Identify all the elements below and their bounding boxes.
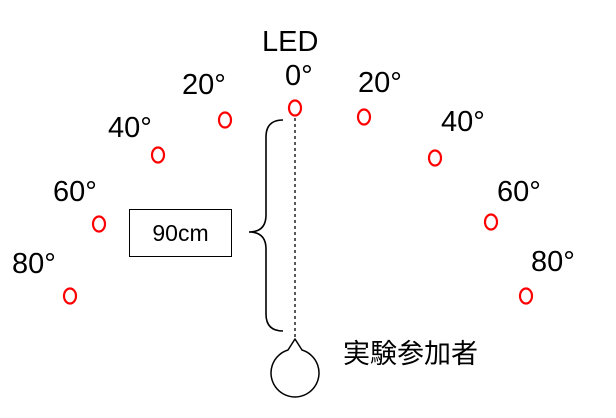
angle-label-left-20: 20° [182,69,226,101]
led-marker-left-40 [150,146,166,164]
distance-brace [248,119,284,332]
led-marker-right-40 [427,149,443,167]
participant-head [270,338,320,398]
distance-label: 90cm [152,219,209,246]
participant-label: 実験参加者 [343,339,478,370]
led-marker-right-60 [483,213,499,231]
distance-box: 90cm [129,209,232,257]
led-marker-0 [287,99,303,117]
led-marker-right-80 [518,287,534,305]
angle-label-right-20: 20° [358,67,402,99]
angle-label-left-60: 60° [53,176,97,208]
led-source-label: LED [262,26,319,58]
angle-label-0: 0° [285,60,313,92]
angle-label-right-80: 80° [531,246,575,278]
angle-label-left-80: 80° [12,248,56,280]
angle-label-left-40: 40° [108,112,152,144]
angle-label-right-60: 60° [497,176,541,208]
led-marker-left-60 [91,215,107,233]
angle-label-right-40: 40° [441,106,485,138]
led-marker-left-20 [217,111,233,129]
led-marker-right-20 [356,108,372,126]
led-marker-left-80 [62,287,78,305]
